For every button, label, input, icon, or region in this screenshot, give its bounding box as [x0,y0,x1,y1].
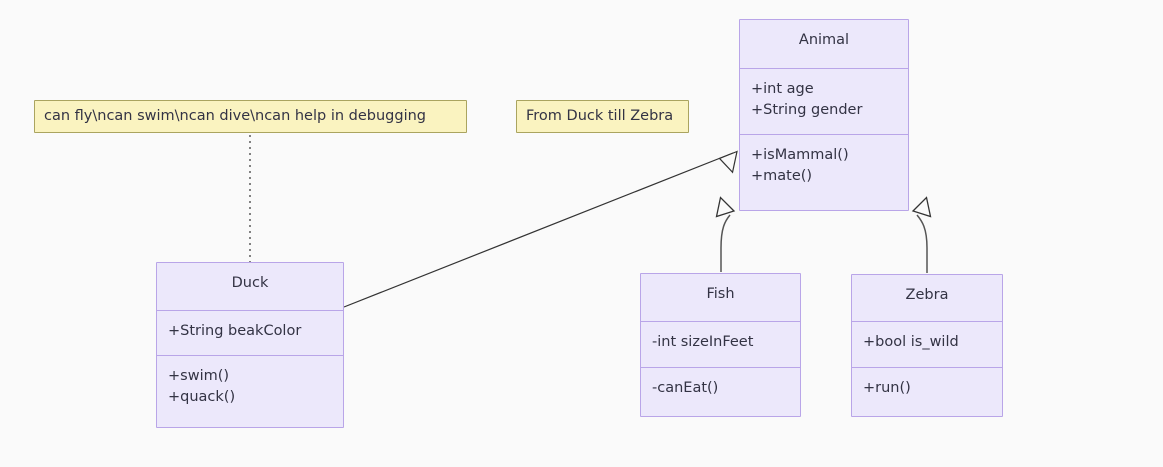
class-member: +mate() [751,168,813,184]
class-member: +run() [863,380,911,396]
class-title-fish: Fish [706,286,735,302]
class-box-duck[interactable]: Duck +String beakColor +swim() +quack() [156,262,344,428]
class-attributes-animal: +int age +String gender [740,68,908,134]
arrowhead-fish-animal [715,196,736,218]
class-title-duck: Duck [231,275,269,291]
class-member: +String gender [751,102,863,118]
edge-fish-animal [720,214,731,272]
class-methods-zebra: +run() [852,367,1002,418]
class-member: +quack() [168,389,236,405]
class-methods-duck: +swim() +quack() [157,355,343,429]
class-member: -int sizeInFeet [652,334,754,350]
class-title-zebra: Zebra [905,287,949,303]
class-member: +isMammal() [751,147,849,163]
note-text: From Duck till Zebra [526,107,674,124]
class-attributes-fish: -int sizeInFeet [641,321,800,367]
class-member: +String beakColor [168,323,302,339]
note-box-range[interactable]: From Duck till Zebra [516,100,689,133]
class-box-animal[interactable]: Animal +int age +String gender +isMammal… [739,19,909,211]
note-text: can fly\ncan swim\ncan dive\ncan help in… [44,107,426,124]
class-methods-fish: -canEat() [641,367,800,418]
arrowhead-zebra-animal [911,196,932,218]
note-box-duck[interactable]: can fly\ncan swim\ncan dive\ncan help in… [34,100,467,133]
class-box-fish[interactable]: Fish -int sizeInFeet -canEat() [640,273,801,417]
class-box-zebra[interactable]: Zebra +bool is_wild +run() [851,274,1003,417]
edge-zebra-animal [916,214,928,273]
class-member: +swim() [168,368,230,384]
class-member: +bool is_wild [863,334,959,350]
class-methods-animal: +isMammal() +mate() [740,134,908,212]
class-title-animal: Animal [798,32,850,48]
class-attributes-zebra: +bool is_wild [852,321,1002,367]
class-member: -canEat() [652,380,719,396]
class-member: +int age [751,81,814,97]
class-attributes-duck: +String beakColor [157,310,343,355]
